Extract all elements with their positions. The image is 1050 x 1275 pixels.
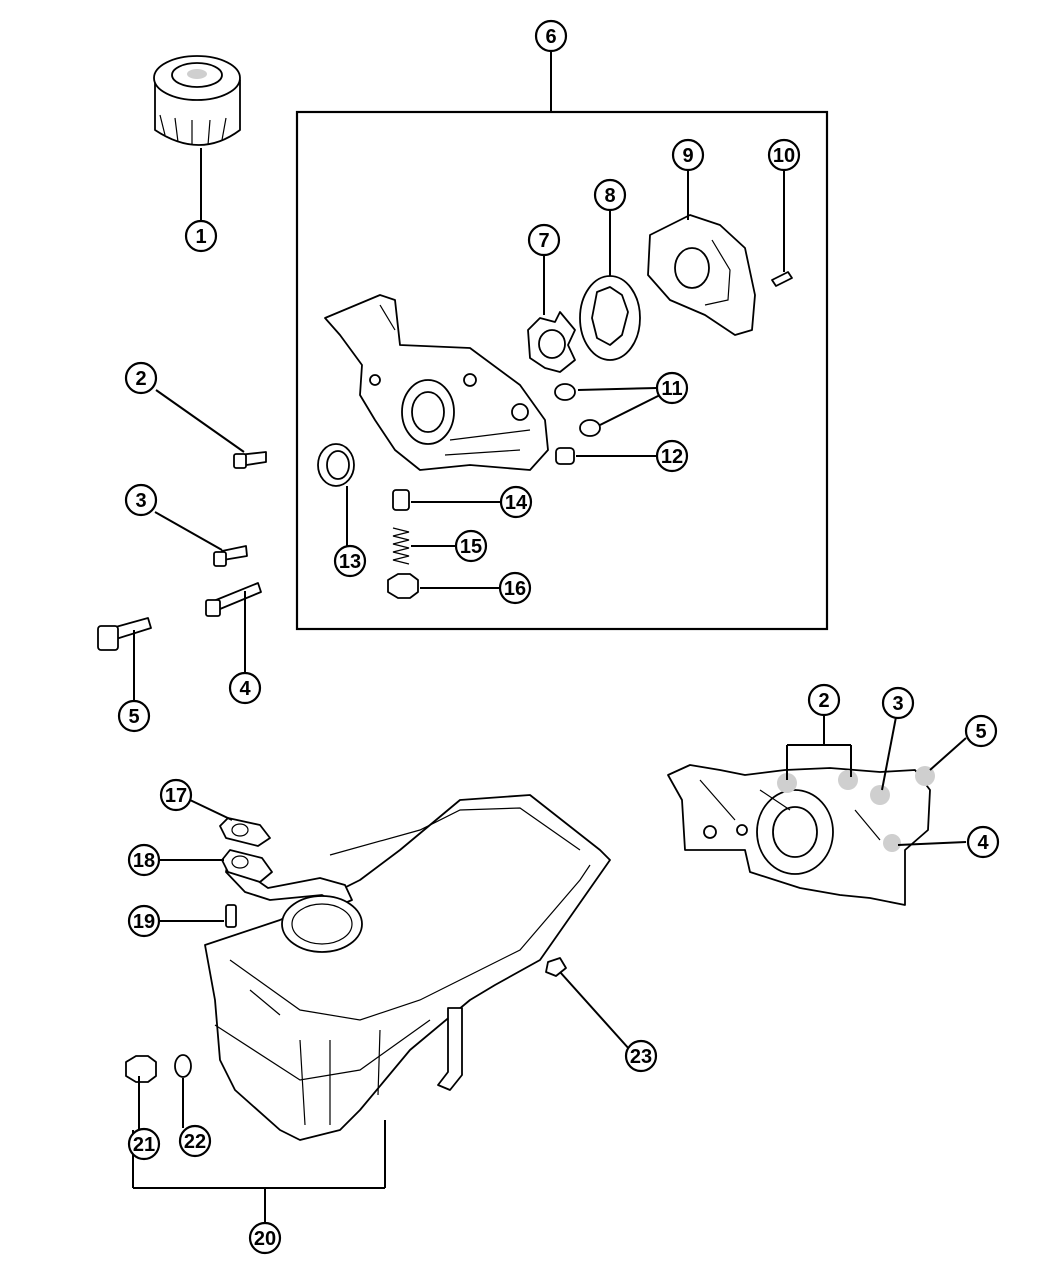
bolt-5-part <box>97 617 152 700</box>
outer-rotor-8-part <box>579 210 641 361</box>
svg-text:18: 18 <box>133 850 155 872</box>
o-rings-11-part <box>554 383 661 437</box>
svg-text:10: 10 <box>773 145 795 167</box>
callout-8: 8 <box>593 178 627 212</box>
screw-10-part <box>771 170 793 287</box>
callout-9: 9 <box>671 138 705 172</box>
relief-plug-16-part <box>387 573 500 599</box>
svg-text:11: 11 <box>661 378 682 400</box>
oil-pump-housing-part <box>324 294 549 471</box>
callout-1: 1 <box>184 219 218 253</box>
callout-23: 23 <box>624 1039 658 1073</box>
callout-3: 3 <box>124 483 158 517</box>
callout-22: 22 <box>178 1124 212 1158</box>
callout-15: 15 <box>454 529 488 563</box>
svg-text:17: 17 <box>165 785 187 807</box>
callout-13: 13 <box>333 544 367 578</box>
svg-text:4: 4 <box>239 678 251 700</box>
svg-text:12: 12 <box>661 446 683 468</box>
plug-12-part <box>555 447 657 465</box>
bolt-2-part <box>155 389 267 469</box>
oil-pan-20-part <box>133 794 611 1222</box>
svg-text:1: 1 <box>195 226 206 248</box>
svg-text:9: 9 <box>682 145 693 167</box>
svg-text:14: 14 <box>505 492 528 514</box>
svg-text:15: 15 <box>460 536 482 558</box>
bolt-3-part <box>154 511 248 567</box>
callout-10: 10 <box>767 138 801 172</box>
svg-text:8: 8 <box>604 185 615 207</box>
callout-12: 12 <box>655 439 689 473</box>
oil-pump-assembly-box <box>295 52 829 631</box>
svg-text:2: 2 <box>135 368 146 390</box>
callout-11: 11 <box>655 371 689 405</box>
gasket-17-part <box>189 799 271 847</box>
callout-17: 17 <box>159 778 193 812</box>
callout-2: 2 <box>124 361 158 395</box>
callout-21: 21 <box>127 1127 161 1161</box>
svg-text:23: 23 <box>630 1046 652 1068</box>
callout-20: 20 <box>248 1221 282 1255</box>
plug-23-part <box>545 957 631 1051</box>
callout-5: 5 <box>117 699 151 733</box>
oil-filter-part <box>153 55 241 220</box>
detail-callout-3: 3 <box>881 686 915 720</box>
bolt-19-part <box>160 904 237 928</box>
svg-text:5: 5 <box>128 706 139 728</box>
detail-callout-4: 4 <box>966 825 1000 859</box>
callout-19: 19 <box>127 904 161 938</box>
inner-rotor-7-part <box>527 255 576 373</box>
svg-text:5: 5 <box>975 721 986 743</box>
svg-text:21: 21 <box>133 1134 155 1156</box>
washer-22-part <box>174 1054 192 1128</box>
bolt-4-part <box>205 582 262 672</box>
engine-front-detail-part <box>667 715 967 906</box>
svg-text:13: 13 <box>339 551 361 573</box>
svg-text:4: 4 <box>977 832 989 854</box>
callout-14: 14 <box>499 485 533 519</box>
detail-callout-5: 5 <box>964 714 998 748</box>
svg-text:22: 22 <box>184 1131 206 1153</box>
callout-18: 18 <box>127 843 161 877</box>
svg-text:3: 3 <box>892 693 903 715</box>
callout-6: 6 <box>534 19 568 53</box>
svg-text:2: 2 <box>818 690 829 712</box>
relief-spring-15-part <box>392 527 456 565</box>
front-seal-13-part <box>317 443 355 546</box>
svg-text:7: 7 <box>538 230 549 252</box>
callout-4: 4 <box>228 671 262 705</box>
svg-text:20: 20 <box>254 1228 276 1250</box>
svg-text:19: 19 <box>133 911 155 933</box>
pump-cover-9-part <box>647 170 756 336</box>
svg-text:6: 6 <box>545 26 556 48</box>
relief-valve-14-part <box>392 489 501 511</box>
callout-7: 7 <box>527 223 561 257</box>
callout-16: 16 <box>498 571 532 605</box>
svg-text:3: 3 <box>135 490 146 512</box>
drain-plug-21-part <box>125 1055 157 1188</box>
svg-text:16: 16 <box>504 578 526 600</box>
gasket-18-part <box>160 849 273 883</box>
detail-callout-2: 2 <box>807 683 841 717</box>
